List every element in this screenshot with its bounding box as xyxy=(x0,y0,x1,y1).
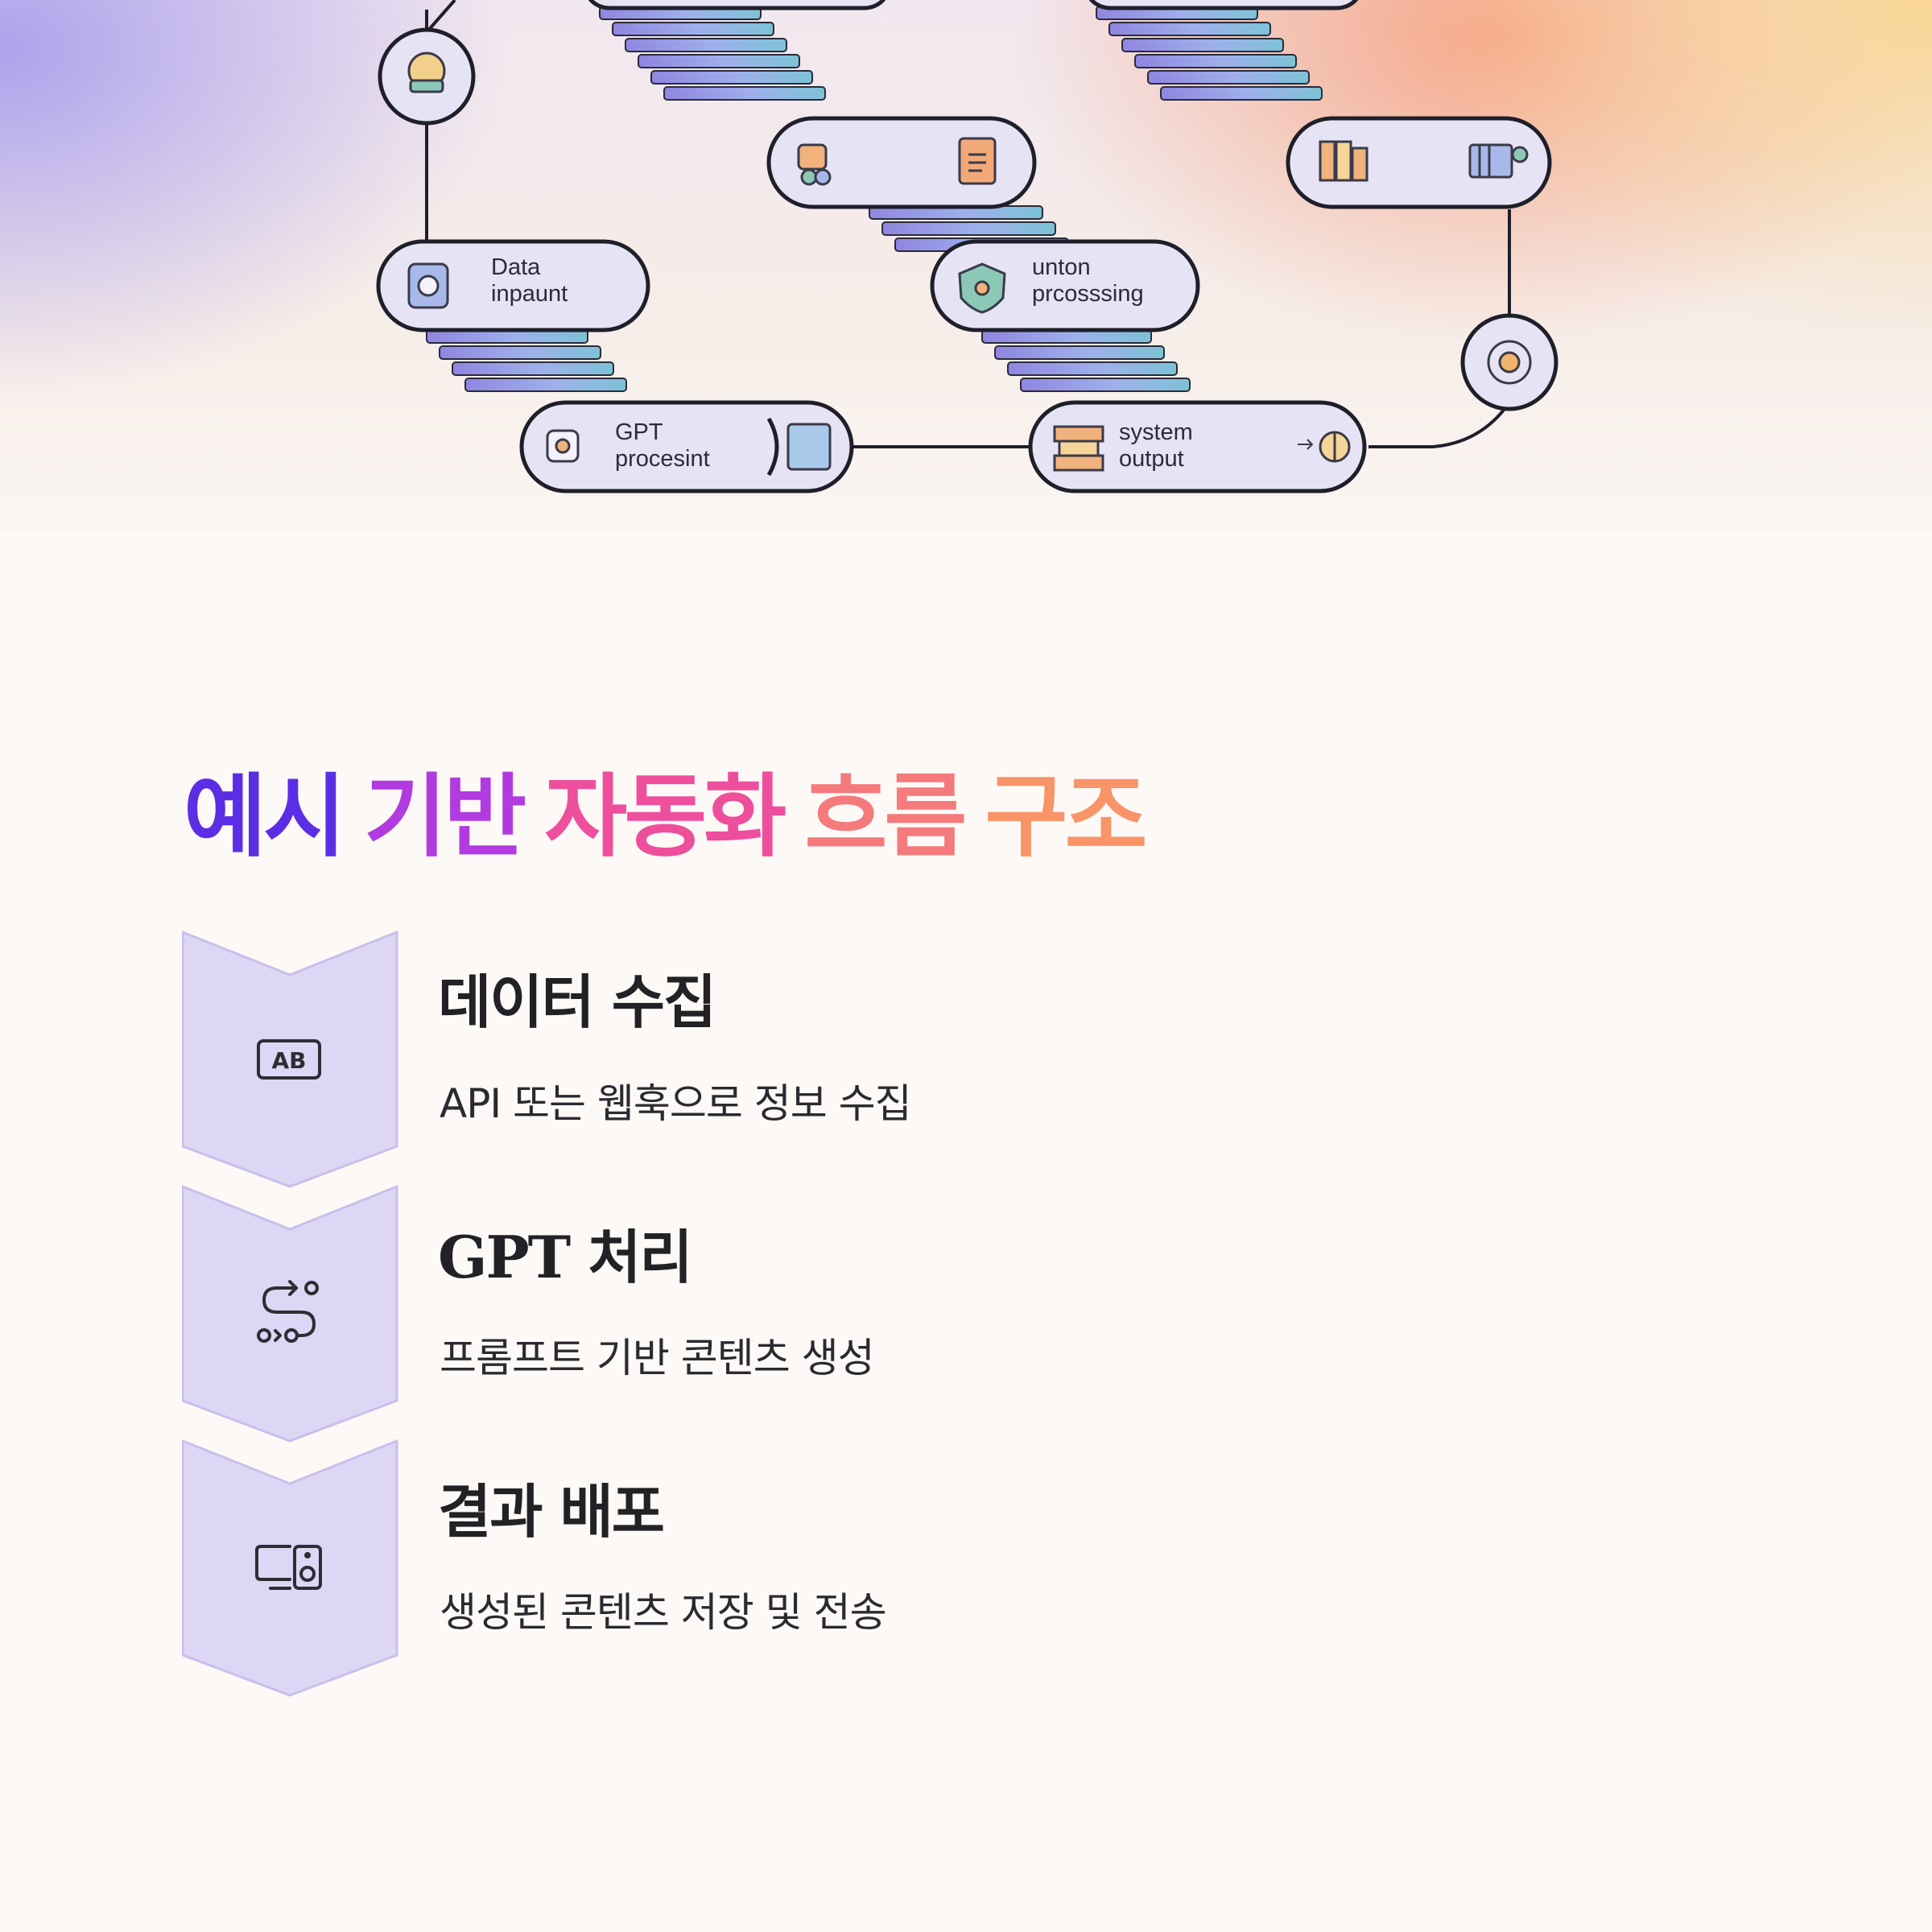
label-line: procesint xyxy=(615,446,710,472)
stair-bar xyxy=(464,378,627,392)
title-word: 자동화 xyxy=(544,765,786,869)
stair-bar xyxy=(1147,70,1310,85)
brain-network-icon xyxy=(407,52,446,93)
label-data-input: Data inpaunt xyxy=(491,254,568,308)
books-icon xyxy=(1319,140,1368,182)
server-stack-icon xyxy=(1053,425,1104,472)
stair-bar xyxy=(638,54,800,68)
stair-bar xyxy=(1160,86,1323,101)
text-box-icon: AB xyxy=(257,1039,321,1080)
devices-icon xyxy=(255,1545,322,1590)
step-title: 결과 배포 xyxy=(438,1478,665,1546)
stair-bar xyxy=(612,22,774,36)
stair-bar xyxy=(994,345,1165,360)
stair-bar xyxy=(881,221,1056,236)
label-line: prcosssing xyxy=(1032,281,1144,307)
stair-bar xyxy=(1121,38,1284,52)
label-gpt-processing: GPT procesint xyxy=(615,419,710,473)
stair-bar xyxy=(1007,361,1178,376)
shield-icon xyxy=(958,262,1006,314)
title-word: 흐름 xyxy=(804,765,967,869)
workflow-diagram xyxy=(376,0,1558,493)
chevron-shape xyxy=(182,1439,398,1697)
gear-target-icon xyxy=(1487,340,1532,385)
robot-icon xyxy=(546,429,580,463)
hero-illustration: Data inpaunt unton prcosssing GPT proces… xyxy=(0,0,1932,531)
label-line: inpaunt xyxy=(491,281,568,307)
diagram-pills xyxy=(376,0,1552,493)
connector-lines xyxy=(425,0,1511,448)
title-word: 기반 xyxy=(364,765,526,869)
step-title: GPT 처리 xyxy=(438,1223,693,1291)
step-description: 프롬프트 기반 콘텐츠 생성 xyxy=(440,1335,875,1381)
label-unton-processing: unton prcosssing xyxy=(1032,254,1144,308)
stair-bar xyxy=(439,345,601,360)
archive-icon xyxy=(766,417,832,477)
label-system-output: system output xyxy=(1119,419,1193,473)
step-title: 데이터 수집 xyxy=(438,968,716,1036)
step-description: 생성된 콘텐츠 저장 및 전송 xyxy=(440,1589,887,1636)
document-icon xyxy=(958,137,997,185)
stair-bar xyxy=(625,38,787,52)
stair-bar xyxy=(452,361,614,376)
stair-bar xyxy=(1134,54,1297,68)
step-description: API 또는 웹훅으로 정보 수집 xyxy=(440,1080,912,1127)
stair-bar xyxy=(663,86,826,101)
label-line: output xyxy=(1119,446,1184,472)
device-rack-icon xyxy=(1468,143,1529,179)
label-line: Data xyxy=(491,254,541,280)
title-word: 예시 xyxy=(184,765,346,869)
stair-bar xyxy=(1020,378,1191,392)
svg-text:AB: AB xyxy=(271,1047,306,1074)
mixed-shapes-icon xyxy=(797,143,832,186)
title-word: 구조 xyxy=(985,765,1147,869)
label-line: system xyxy=(1119,419,1193,445)
label-line: unton xyxy=(1032,254,1091,280)
chevron-shape xyxy=(182,931,398,1188)
workflow-route-icon xyxy=(257,1280,319,1343)
output-target-icon xyxy=(1298,431,1351,463)
data-input-icon xyxy=(407,262,449,309)
stair-bar xyxy=(1108,22,1271,36)
stair-bar xyxy=(650,70,813,85)
label-line: GPT xyxy=(615,419,663,445)
